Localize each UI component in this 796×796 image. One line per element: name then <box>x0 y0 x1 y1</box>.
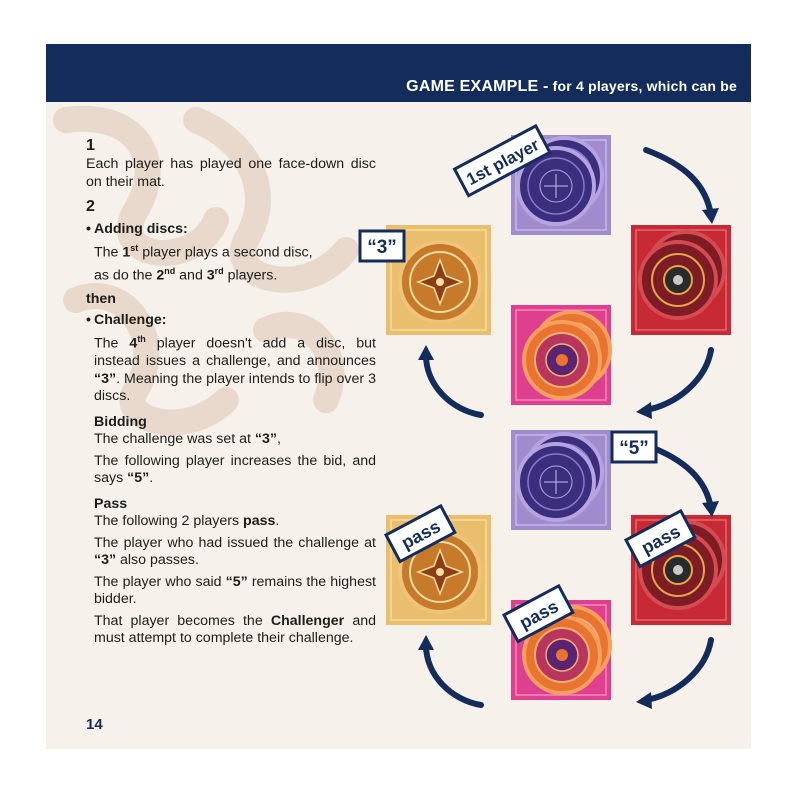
bid-5-tag: “5” <box>610 430 658 464</box>
red-disc <box>638 240 718 320</box>
step-1-text: Each player has played one face-down dis… <box>86 156 376 190</box>
page-number: 14 <box>86 716 103 733</box>
top-cluster: 1st player “3” <box>358 123 731 419</box>
yellow-disc <box>398 240 482 324</box>
arrow-bottom-right <box>643 347 714 413</box>
instruction-text: 1 Each player has played one face-down d… <box>86 136 376 648</box>
bidding-heading: Bidding <box>94 413 147 430</box>
arrow-bottom-right-2 <box>643 637 714 703</box>
step-1-number: 1 <box>86 137 95 154</box>
challenge-text: The 4th player doesn't add a disc, but i… <box>94 333 377 405</box>
svg-text:“5”: “5” <box>619 438 649 459</box>
bidding-text: The challenge was set at “3”, The follow… <box>94 431 376 487</box>
step-2-number: 2 <box>86 198 95 215</box>
pink-disc <box>522 320 602 400</box>
decorative-swirl-watermark <box>53 105 359 436</box>
arrow-bottom-left-2 <box>423 642 484 708</box>
adding-discs-text: The 1st player plays a second disc, as d… <box>94 242 313 284</box>
pass-heading: Pass <box>94 495 128 512</box>
purple-disc-2 <box>516 442 596 522</box>
bid-3-tag: “3” <box>358 229 406 263</box>
game-example-illustration: 1st player “3” <box>358 123 731 709</box>
header-banner: GAME EXAMPLE - for 4 players, which can … <box>46 44 751 102</box>
adding-discs-heading: •Adding discs: <box>86 221 188 237</box>
pass-text: The following 2 players pass. The player… <box>94 513 376 647</box>
header-title: GAME EXAMPLE - <box>406 78 549 95</box>
rulebook-page: GAME EXAMPLE - for 4 players, which can … <box>46 44 751 749</box>
then-label: then <box>86 290 116 307</box>
arrow-top-right <box>643 147 714 218</box>
header-title-block: GAME EXAMPLE - for 4 players, which can … <box>406 78 737 96</box>
challenge-heading: •Challenge: <box>86 312 167 329</box>
header-subtitle: for 4 players, which can be <box>552 78 737 94</box>
bottom-cluster: “5” pass pass pass <box>383 430 731 709</box>
arrow-bottom-left <box>423 352 484 418</box>
svg-text:“3”: “3” <box>367 237 397 258</box>
